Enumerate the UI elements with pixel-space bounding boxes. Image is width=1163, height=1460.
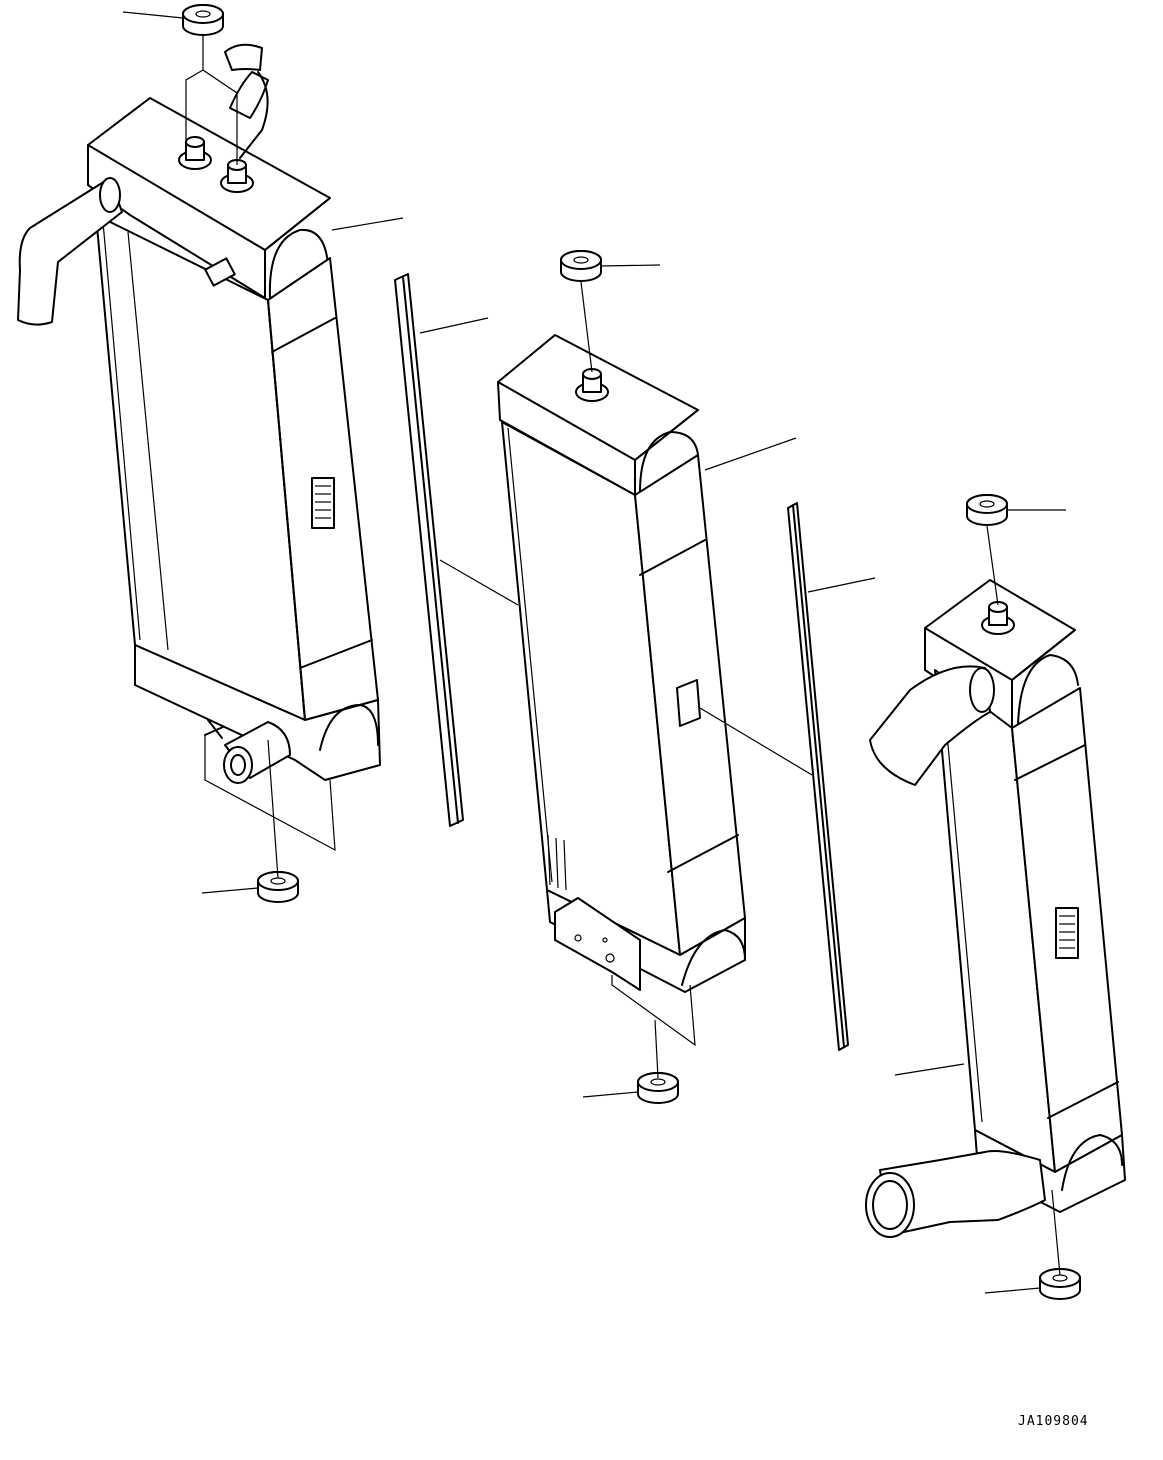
leader-1 — [122, 11, 184, 19]
left-cooler-bottom-tank — [134, 644, 381, 781]
left-cooler-nameplate — [311, 477, 335, 529]
assembly-guide-lines — [185, 34, 1061, 1276]
leader-10 — [894, 1063, 965, 1076]
mount-cushion-6 — [1039, 1268, 1081, 1300]
leader-9 — [582, 1091, 639, 1098]
right-cooler-assembly — [865, 579, 1126, 1238]
leader-3 — [419, 317, 489, 334]
leader-8 — [201, 887, 259, 894]
drawing-code: JA109804 — [1018, 1414, 1089, 1429]
mount-cushion-3 — [966, 494, 1008, 526]
leader-7 — [807, 577, 876, 593]
mount-cushion-5 — [637, 1072, 679, 1104]
left-cooler-inlet-pipe — [17, 177, 123, 326]
seal-strip-left — [394, 273, 464, 827]
left-cooler-assembly — [17, 43, 381, 784]
leader-4 — [600, 264, 661, 267]
seal-strip-right — [787, 502, 849, 1051]
leader-5 — [704, 437, 797, 471]
mount-cushion-4 — [257, 871, 299, 903]
left-cooler-core — [95, 214, 306, 721]
right-cooler-nameplate — [1055, 907, 1079, 959]
mount-cushion-2 — [560, 250, 602, 282]
leader-2 — [331, 217, 404, 231]
leader-11 — [984, 1287, 1041, 1294]
center-cooler-label — [676, 679, 701, 727]
right-cooler-upper-hose — [869, 665, 991, 786]
callout-leaders — [122, 11, 1066, 1294]
center-cooler-assembly — [497, 334, 746, 993]
mount-cushion-1 — [182, 4, 224, 36]
center-cooler-flange — [554, 897, 641, 991]
